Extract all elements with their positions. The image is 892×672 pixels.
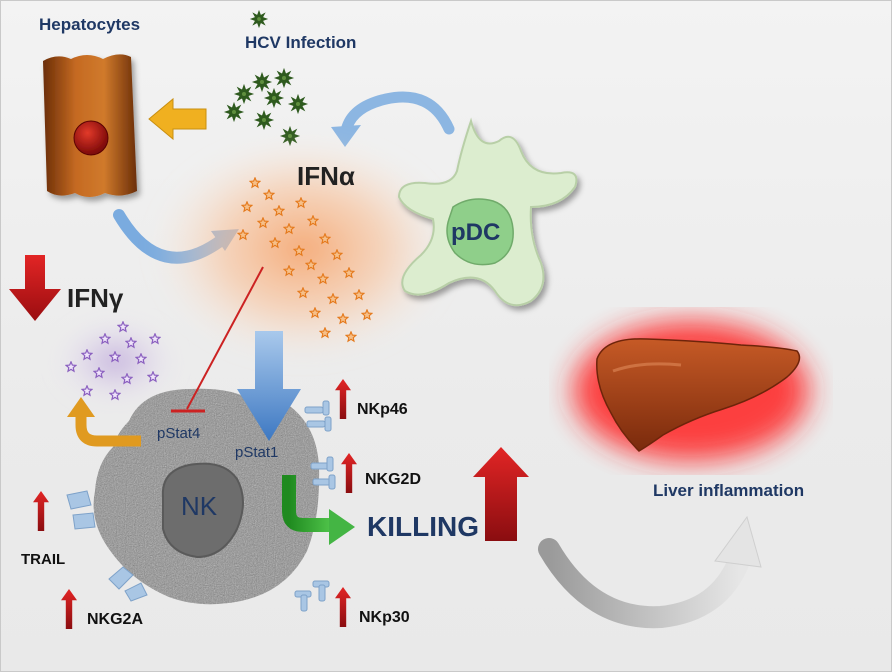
nk-cell (93, 388, 320, 605)
hepatocyte-cell (43, 54, 137, 197)
flow-arrowhead-icon (331, 125, 361, 147)
up-arrow-trail-icon (33, 491, 49, 531)
ifn-gamma-release-arrowhead-icon (67, 397, 95, 417)
inflammation-arrowhead-icon (714, 515, 762, 568)
ifn-gamma-release-arrow-icon (75, 415, 141, 447)
label-hcv-infection: HCV Infection (245, 33, 357, 52)
label-nk: NK (181, 491, 218, 521)
up-arrow-nkg2d-icon (341, 453, 357, 493)
label-nkp30: NKp30 (359, 609, 410, 626)
label-nkg2d: NKG2D (365, 471, 422, 488)
up-arrow-nkg2a-icon (61, 589, 77, 629)
receptors (66, 400, 336, 612)
hcv-virus-icon (223, 101, 245, 123)
flow-arrow-icon (340, 91, 455, 137)
receptor-trail-icon (66, 490, 96, 530)
hcv-virus-icon (273, 67, 295, 89)
hcv-virus-icon (233, 83, 255, 105)
inflammation-arrow-icon (538, 538, 750, 629)
up-arrow-nkp46-icon (335, 379, 351, 419)
hcv-virus-icon (253, 109, 275, 131)
label-pdc: pDC (451, 219, 501, 246)
receptor-nkg2a-icon (108, 566, 148, 602)
receptor-nkg2d-icon (310, 456, 336, 490)
killing-arrow-icon (282, 475, 331, 532)
label-pstat4: pStat4 (157, 425, 201, 442)
label-ifn-gamma: IFNγ (67, 283, 124, 313)
label-hepatocytes: Hepatocytes (39, 15, 141, 34)
label-liver-inflammation: Liver inflammation (653, 481, 805, 500)
signal-down-arrow-icon (237, 331, 301, 441)
label-ifn-alpha: IFNα (297, 161, 355, 191)
label-trail: TRAIL (21, 551, 66, 568)
killing-arrowhead-icon (329, 509, 355, 545)
hcv-virus-icon (287, 93, 309, 115)
up-arrow-nkp30-icon (335, 587, 351, 627)
hcv-virus-group (223, 9, 309, 147)
hcv-virus-icon (249, 9, 269, 29)
label-nkp46: NKp46 (357, 401, 408, 418)
receptor-nkp46-icon (304, 400, 332, 432)
ifn-gamma-cloud (54, 317, 178, 405)
hcv-virus-icon (251, 71, 273, 93)
liver-organ (596, 338, 801, 452)
hcv-virus-icon (263, 87, 285, 109)
infection-arrow-icon (148, 97, 207, 141)
receptor-nkp30-icon (294, 580, 330, 612)
label-pstat1: pStat1 (235, 444, 279, 461)
pdc-cell (397, 117, 578, 307)
inhibition-line (186, 266, 264, 410)
label-nkg2a: NKG2A (87, 611, 144, 628)
killing-up-arrow-icon (473, 447, 529, 541)
down-arrow-icon (9, 255, 61, 321)
label-killing: KILLING (367, 511, 479, 542)
